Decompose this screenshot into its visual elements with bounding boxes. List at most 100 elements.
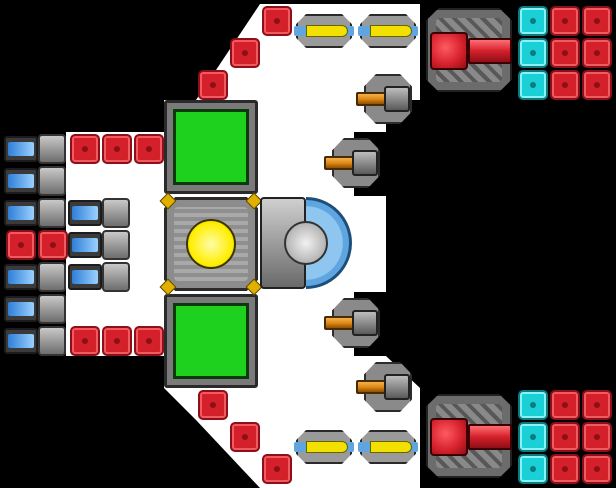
missile-icon [370,441,412,453]
turret-housing [384,86,410,112]
thruster-flame-icon [8,142,34,156]
armor-rivet-icon [530,82,536,88]
missile-launcher [356,10,420,52]
armor-block-red [582,70,612,100]
missile-launcher [292,426,356,468]
armor-block-red [582,38,612,68]
armor-rivet-icon [562,18,568,24]
power-generator [164,294,258,388]
reactor-core [159,192,263,296]
armor-rivet-icon [562,82,568,88]
armor-rivet-icon [562,434,568,440]
turret-housing [352,310,378,336]
thruster [68,262,130,292]
heavy-cannon [422,4,518,96]
thruster-body [102,230,130,260]
thruster [4,134,66,164]
armor-rivet-icon [594,434,600,440]
missile-icon [306,25,348,37]
missile-launcher [356,426,420,468]
thruster-flame-icon [72,238,98,252]
thruster-body [38,166,66,196]
turret-housing [352,150,378,176]
armor-block-red [70,134,100,164]
cannon-turret [324,296,384,350]
armor-rivet-icon [82,146,88,152]
armor-rivet-icon [210,82,216,88]
armor-block-red [6,230,36,260]
thruster-body [38,326,66,356]
armor-block-cyan [518,70,548,100]
dome-core-icon [284,221,328,265]
thruster-body [38,134,66,164]
cannon-turret [324,136,384,190]
cannon-barrel [468,38,512,64]
armor-block-red [582,422,612,452]
thruster-flame-icon [8,174,34,188]
armor-block-red [550,390,580,420]
thruster [4,294,66,324]
armor-rivet-icon [114,338,120,344]
armor-rivet-icon [146,338,152,344]
thruster [4,166,66,196]
thruster-body [102,262,130,292]
missile-icon [306,441,348,453]
missile-launcher [292,10,356,52]
armor-block-red [262,6,292,36]
shield-dome [260,197,352,289]
thruster-flame-icon [72,270,98,284]
armor-rivet-icon [594,18,600,24]
thruster-body [38,262,66,292]
armor-block-red [230,38,260,68]
thruster-flame-icon [8,302,34,316]
armor-block-red [550,38,580,68]
thruster-body [38,294,66,324]
cannon-turret [356,360,416,414]
armor-block-red [70,326,100,356]
heavy-cannon [422,390,518,482]
cannon-breech [430,418,468,456]
armor-rivet-icon [562,50,568,56]
armor-block-red [582,6,612,36]
generator-panel [173,109,249,185]
cannon-turret [356,72,416,126]
thruster [4,326,66,356]
armor-rivet-icon [562,466,568,472]
armor-rivet-icon [242,50,248,56]
cannon-breech [430,32,468,70]
thruster [4,198,66,228]
power-generator [164,100,258,194]
thruster-flame-icon [8,270,34,284]
armor-block-cyan [518,6,548,36]
armor-block-red [550,454,580,484]
armor-block-red [550,422,580,452]
armor-block-red [102,326,132,356]
thruster-flame-icon [8,206,34,220]
cannon-barrel [468,424,512,450]
armor-block-red [582,390,612,420]
thruster-flame-icon [8,334,34,348]
armor-rivet-icon [594,82,600,88]
armor-block-red [550,6,580,36]
armor-block-red [134,134,164,164]
armor-rivet-icon [562,402,568,408]
armor-rivet-icon [82,338,88,344]
armor-rivet-icon [530,466,536,472]
armor-block-red [198,70,228,100]
armor-rivet-icon [50,242,56,248]
armor-rivet-icon [274,466,280,472]
turret-housing [384,374,410,400]
armor-rivet-icon [530,18,536,24]
armor-rivet-icon [114,146,120,152]
armor-rivet-icon [18,242,24,248]
thruster [68,198,130,228]
armor-block-red [198,390,228,420]
armor-block-red [38,230,68,260]
armor-block-cyan [518,390,548,420]
armor-rivet-icon [146,146,152,152]
armor-block-cyan [518,422,548,452]
armor-block-cyan [518,38,548,68]
missile-icon [370,25,412,37]
armor-rivet-icon [594,50,600,56]
